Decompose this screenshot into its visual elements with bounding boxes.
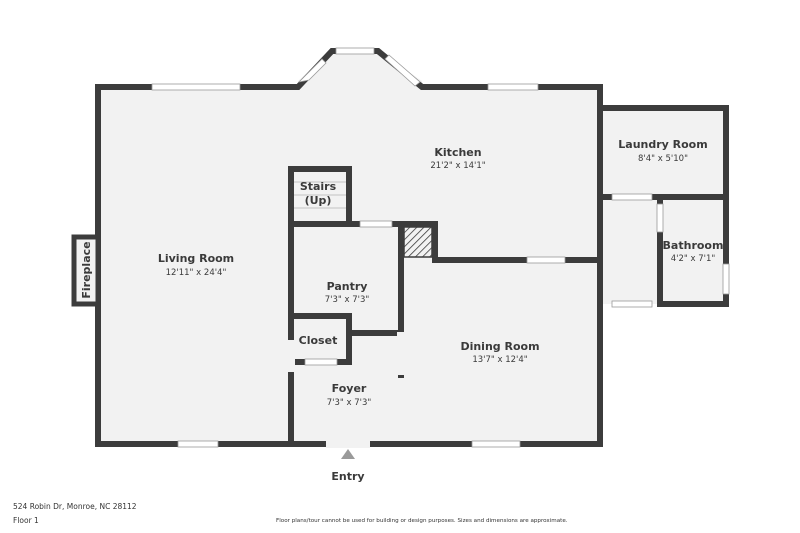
laundry-name: Laundry Room [618,138,707,151]
chimney-hatch [403,226,433,258]
dining-dims: 13'7" x 12'4" [472,355,527,365]
foyer-name: Foyer [332,382,367,395]
pantry-dims: 7'3" x 7'3" [325,295,370,305]
living-dims: 12'11" x 24'4" [166,268,227,278]
living-name: Living Room [158,252,234,265]
kitchen-name: Kitchen [434,146,481,159]
entry-arrow-icon [341,449,355,459]
foyer-dims: 7'3" x 7'3" [327,398,372,408]
disclaimer-text: Floor plans/tour cannot be used for buil… [276,518,568,524]
bathroom-name: Bathroom [663,239,724,252]
fireplace-label: Fireplace [80,241,93,298]
kitchen-dims: 21'2" x 14'1" [430,161,485,171]
windows [151,47,730,448]
laundry-dims: 8'4" x 5'10" [638,154,688,164]
pantry-name: Pantry [327,280,368,293]
address-text: 524 Robin Dr, Monroe, NC 28112 [13,502,137,511]
bathroom-dims: 4'2" x 7'1" [671,254,716,264]
door-gaps [287,332,405,448]
closet-name: Closet [299,334,338,347]
floor-label: Floor 1 [13,516,39,525]
dining-name: Dining Room [460,340,539,353]
stairs-treads [294,181,346,209]
stairs-sub: (Up) [305,194,332,207]
bay-windows [297,54,421,87]
stairs-name: Stairs [300,180,337,193]
entry-label: Entry [331,470,364,483]
fireplace: Fireplace [71,234,101,307]
